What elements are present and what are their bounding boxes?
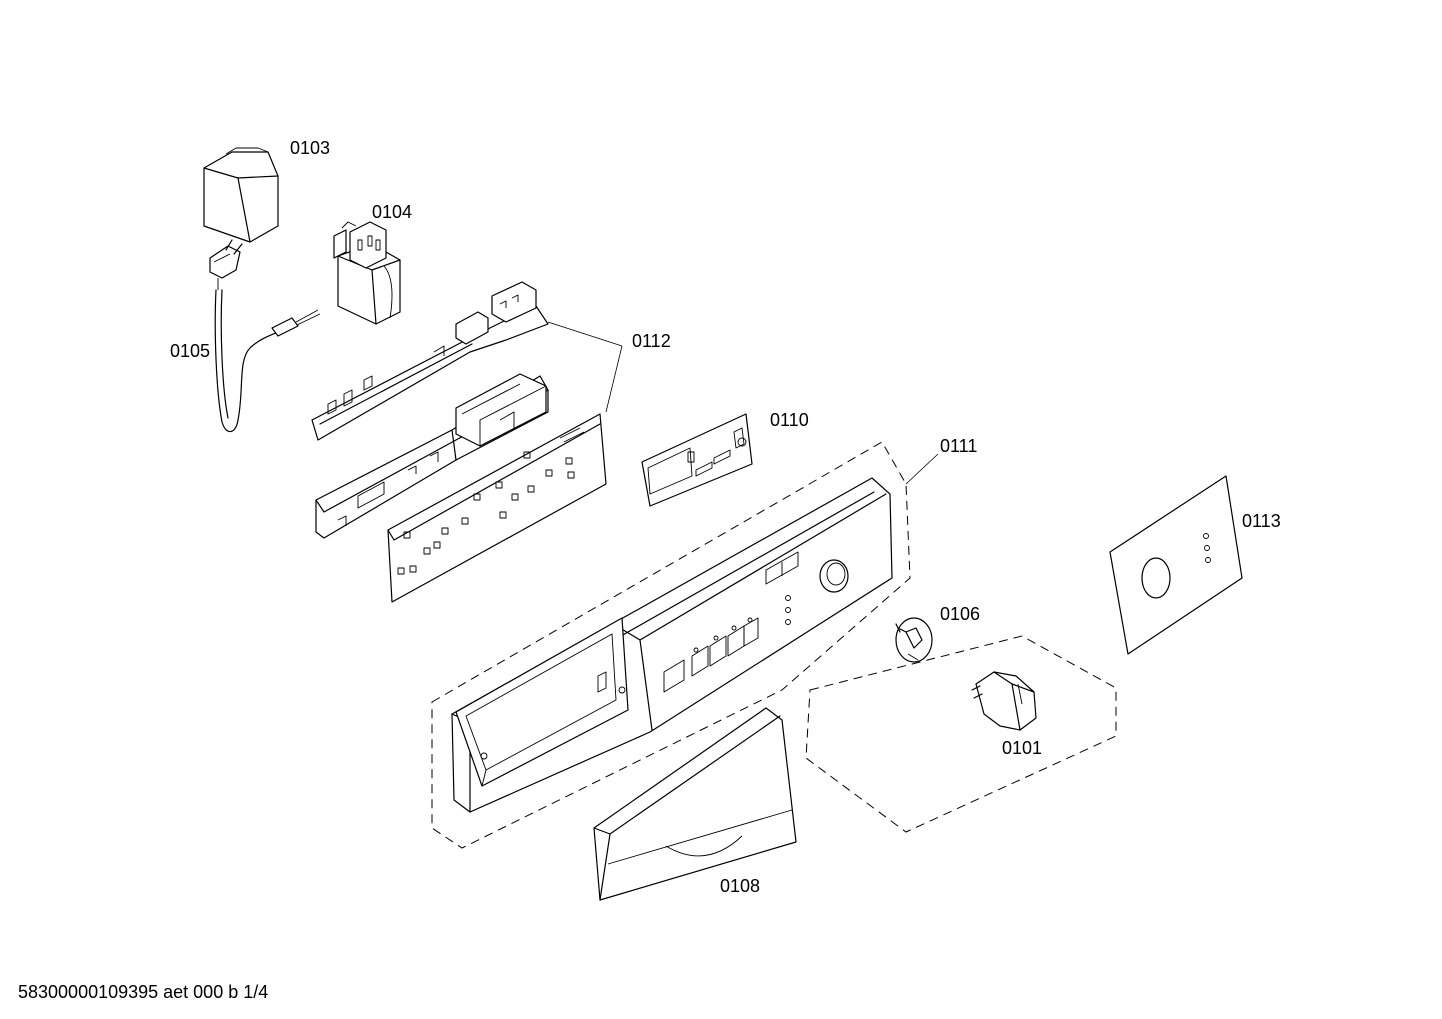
part-0104-filter <box>333 221 401 325</box>
part-0103-cap <box>203 147 279 243</box>
label-0111: 0111 <box>940 436 977 456</box>
label-0112: 0112 <box>632 331 671 351</box>
label-0105: 0105 <box>170 341 210 361</box>
drawing-number: 58300000109395 aet 000 b 1/4 <box>18 982 268 1002</box>
part-0113-overlay-label <box>1109 475 1243 655</box>
label-0101: 0101 <box>1002 738 1042 758</box>
label-0108: 0108 <box>720 876 760 896</box>
part-0108-drawer-handle <box>593 707 797 901</box>
part-0112-electronic-module <box>311 281 623 603</box>
label-0106: 0106 <box>940 604 980 624</box>
label-0103: 0103 <box>290 138 330 158</box>
part-0110-display-board <box>641 413 753 507</box>
part-0106-knob-disc <box>895 617 933 663</box>
part-0105-mains-cable <box>209 239 321 433</box>
part-0111-fascia-panel <box>431 441 939 849</box>
label-0104: 0104 <box>372 202 412 222</box>
label-0110: 0110 <box>770 410 809 430</box>
part-0101-knob <box>805 635 1117 833</box>
label-0113: 0113 <box>1242 511 1281 531</box>
